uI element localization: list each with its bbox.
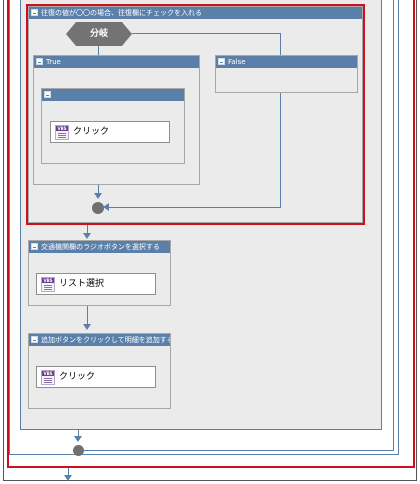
connector-to-step1 [87,225,88,234]
activity-label: リスト選択 [59,279,105,289]
collapse-icon[interactable] [31,336,38,343]
merge-point [92,202,104,214]
false-branch[interactable]: False [215,55,358,93]
arrow-to-step2 [83,324,91,330]
vbs-activity-icon: VBS [41,277,55,292]
false-branch-header: False [216,56,357,68]
selection-highlight-outer [7,0,415,468]
connector-bottom-2 [68,468,69,476]
decision-diamond[interactable] [66,22,132,46]
collapse-icon[interactable] [44,91,51,98]
step-sequence-1-title: 交通機関欄のラジオボタンを選択する [41,243,160,251]
click-activity-add[interactable]: VBS クリック [36,366,156,388]
step-sequence-2-title: 追加ボタンをクリックして明細を追加する [41,336,170,344]
activity-label: クリック [59,372,96,382]
connector-bottom-1 [78,430,79,438]
arrow-to-step1 [83,233,91,239]
collapse-icon[interactable] [31,243,38,250]
condition-sequence-header: 往復の値が〇〇の場合、往復欄にチェックを入れる [29,7,362,19]
true-branch-label: True [46,58,61,66]
collapse-icon[interactable] [31,9,38,16]
vbs-tag: VBS [42,278,54,283]
false-branch-return-line [280,93,281,207]
outer-frame [3,0,417,481]
true-branch-header: True [34,56,199,68]
outer-flow-border [9,0,399,455]
false-to-merge-line [108,207,281,208]
true-inner-sequence-header [42,89,184,101]
merge-arrow-down [94,193,102,199]
step-sequence-2-header: 追加ボタンをクリックして明細を追加する [29,334,170,346]
step-sequence-1-header: 交通機関欄のラジオボタンを選択する [29,241,170,253]
false-branch-line-down [280,33,281,55]
condition-highlight [26,4,365,225]
flow-line-merge [84,450,394,451]
connector-to-step2 [87,306,88,325]
decision-label: 分岐 [89,29,108,39]
false-branch-label: False [228,58,246,66]
click-activity-true[interactable]: VBS クリック [50,121,170,143]
flow-line-right [393,0,394,450]
vbs-activity-icon: VBS [55,125,69,140]
vbs-tag: VBS [56,126,68,131]
true-to-merge-line [98,185,99,194]
arrow-bottom-1 [74,436,82,442]
activity-label: クリック [73,127,110,137]
condition-sequence-title: 往復の値が〇〇の場合、往復欄にチェックを入れる [41,9,202,17]
end-merge-point [73,445,84,456]
decision-to-false-line [132,33,280,34]
vbs-activity-icon: VBS [41,370,55,385]
collapse-icon[interactable] [36,58,43,65]
decision-to-true-line [98,46,99,55]
list-select-activity[interactable]: VBS リスト選択 [36,273,156,295]
vbs-tag: VBS [42,371,54,376]
arrow-bottom-2 [64,475,72,481]
collapse-icon[interactable] [218,58,225,65]
merge-arrow-left [103,203,109,211]
